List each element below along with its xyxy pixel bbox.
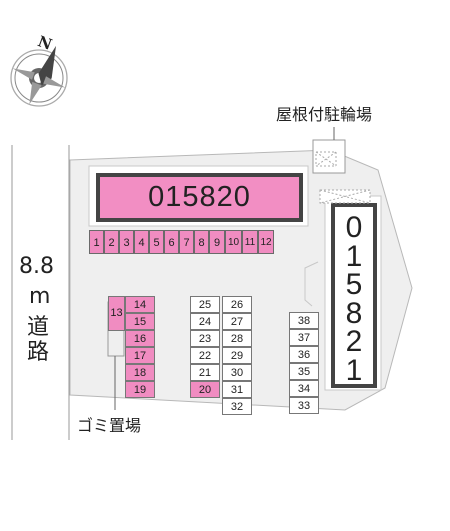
compass-needle-north <box>38 45 57 86</box>
building-vertical <box>335 207 373 384</box>
parking-slot-19[interactable]: 19 <box>125 381 155 398</box>
road-unit-label: m <box>29 284 51 309</box>
compass-ring-outer <box>10 49 68 107</box>
parking-slot-22[interactable]: 22 <box>190 347 220 364</box>
road-width-label: 8.8 <box>19 254 54 279</box>
walkway-notch <box>304 261 319 307</box>
parking-slot-31[interactable]: 31 <box>222 381 252 398</box>
building-name-vertical: 0 1 5 8 2 1 <box>335 211 373 387</box>
parking-slot-32[interactable]: 32 <box>222 398 252 415</box>
vertical-digit: 1 <box>345 353 363 387</box>
compass <box>10 45 68 107</box>
parking-slot-20[interactable]: 20 <box>190 381 220 398</box>
parking-slot-10[interactable]: 10 <box>225 230 242 254</box>
compass-needle-south <box>29 81 42 105</box>
parking-slot-8[interactable]: 8 <box>194 230 209 254</box>
vertical-digit: 8 <box>345 296 363 330</box>
parking-slot-29[interactable]: 29 <box>222 347 252 364</box>
parking-slot-24[interactable]: 24 <box>190 313 220 330</box>
compass-needle-east <box>43 76 66 88</box>
parking-slot-13[interactable]: 13 <box>108 296 125 331</box>
bike-parking-label: 屋根付駐輪場 <box>276 105 373 124</box>
parking-slot-26[interactable]: 26 <box>222 296 252 313</box>
parking-slot-34[interactable]: 34 <box>289 380 319 397</box>
canopy-cross-b <box>319 189 371 204</box>
road-kanji-1: 道 <box>27 315 50 340</box>
parking-slot-3[interactable]: 3 <box>119 230 134 254</box>
compass-ring-inner <box>14 53 64 103</box>
parking-slot-18[interactable]: 18 <box>125 364 155 381</box>
parking-slot-5[interactable]: 5 <box>149 230 164 254</box>
road-kanji-2: 路 <box>27 340 50 365</box>
parking-slot-4[interactable]: 4 <box>134 230 149 254</box>
parking-slot-7[interactable]: 7 <box>179 230 194 254</box>
parking-slot-2[interactable]: 2 <box>104 230 119 254</box>
vertical-digit: 2 <box>345 325 363 358</box>
parking-slot-1[interactable]: 1 <box>89 230 104 254</box>
parking-slot-11[interactable]: 11 <box>242 230 258 254</box>
parking-slot-6[interactable]: 6 <box>164 230 179 254</box>
building-horizontal <box>100 177 299 218</box>
parking-slot-27[interactable]: 27 <box>222 313 252 330</box>
parking-slot-36[interactable]: 36 <box>289 346 319 363</box>
vertical-digit: 5 <box>345 268 363 301</box>
parking-slot-14[interactable]: 14 <box>125 296 155 313</box>
parking-slot-35[interactable]: 35 <box>289 363 319 380</box>
parking-slot-17[interactable]: 17 <box>125 347 155 364</box>
vertical-digit: 1 <box>345 239 363 273</box>
garbage-area-label: ゴミ置場 <box>77 416 142 435</box>
building-name-horizontal: 015820 <box>148 181 251 213</box>
parking-slot-33[interactable]: 33 <box>289 397 319 414</box>
parking-slot-38[interactable]: 38 <box>289 312 319 329</box>
parking-slot-23[interactable]: 23 <box>190 330 220 347</box>
parking-slot-25[interactable]: 25 <box>190 296 220 313</box>
vertical-digit: 0 <box>345 211 363 244</box>
parking-slot-21[interactable]: 21 <box>190 364 220 381</box>
parking-slot-37[interactable]: 37 <box>289 329 319 346</box>
parking-slot-28[interactable]: 28 <box>222 330 252 347</box>
parking-slot-16[interactable]: 16 <box>125 330 155 347</box>
parking-slot-15[interactable]: 15 <box>125 313 155 330</box>
compass-needle-west <box>12 68 35 80</box>
parking-slot-30[interactable]: 30 <box>222 364 252 381</box>
parking-slot-9[interactable]: 9 <box>209 230 225 254</box>
bike-shelter-cross-b <box>315 151 337 167</box>
parking-slot-12[interactable]: 12 <box>258 230 274 254</box>
